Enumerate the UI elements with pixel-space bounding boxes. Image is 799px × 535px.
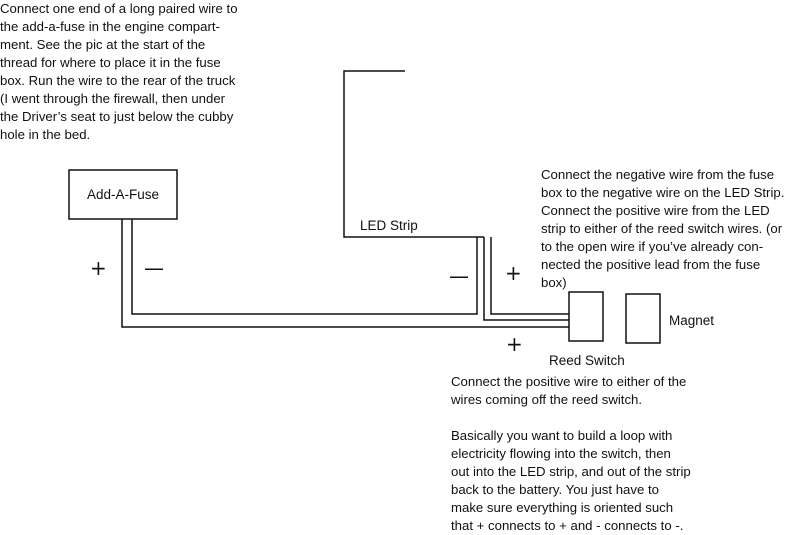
magnet-label: Magnet: [669, 313, 715, 328]
reed-positive-sign: +: [506, 332, 523, 356]
led-strip-outline: [343, 70, 484, 238]
led-positive-sign: +: [505, 261, 522, 285]
fuse-negative-sign: —: [144, 256, 164, 280]
positive-wire-led-to-reed-2: [490, 237, 569, 315]
magnet-body: [625, 293, 661, 344]
add-a-fuse-box: [68, 169, 178, 220]
reed-connection-instructions: Connect the positive wire to either of t…: [451, 374, 687, 407]
negative-wire-inner: [131, 219, 478, 315]
positive-wire-led-to-reed: [483, 237, 569, 321]
reed-switch-label: Reed Switch: [549, 353, 625, 368]
led-connection-instructions: Connect the negative wire from the fuse …: [541, 167, 785, 290]
fuse-positive-sign: +: [90, 256, 107, 280]
add-a-fuse-label: Add-A-Fuse: [86, 186, 160, 202]
led-negative-sign: —: [449, 264, 469, 288]
intro-instructions: Connect one end of a long paired wire to…: [0, 1, 238, 142]
reed-switch-body: [568, 291, 604, 342]
negative-wire-outer: [121, 219, 569, 328]
summary-instructions: Basically you want to build a loop with …: [451, 428, 691, 533]
led-strip-label: LED Strip: [360, 218, 418, 233]
